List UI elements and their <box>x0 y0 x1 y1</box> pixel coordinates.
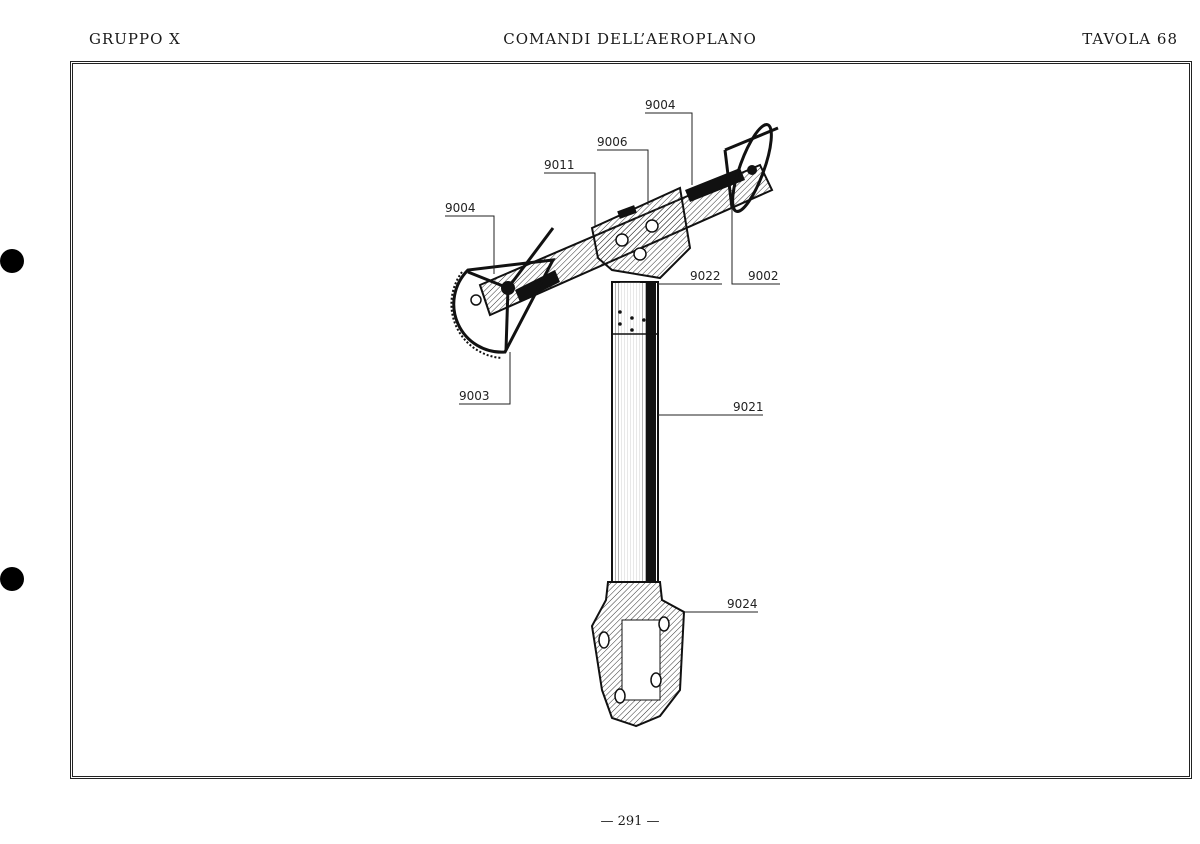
punch-hole-bottom <box>0 567 24 591</box>
leader-lines <box>445 112 780 613</box>
callout-9003: 9003 <box>459 389 490 403</box>
callout-9004-left: 9004 <box>445 201 476 215</box>
callout-9022: 9022 <box>690 269 721 283</box>
vertical-column <box>611 281 659 583</box>
base-fork <box>590 581 686 728</box>
callout-9011: 9011 <box>544 158 575 172</box>
callout-9006: 9006 <box>597 135 628 149</box>
page-title: COMANDI DELL’AEROPLANO <box>503 30 757 48</box>
page-header: GRUPPO X COMANDI DELL’AEROPLANO TAVOLA 6… <box>0 30 1200 52</box>
illustration-frame <box>70 61 1192 779</box>
punch-hole-top <box>0 249 24 273</box>
callout-9004-top: 9004 <box>645 98 676 112</box>
callout-9024: 9024 <box>727 597 758 611</box>
center-block <box>590 186 692 280</box>
plate-label: TAVOLA 68 <box>1082 30 1178 48</box>
right-handwheel <box>723 123 779 213</box>
page-number: — 291 — <box>600 814 660 829</box>
group-label: GRUPPO X <box>89 30 181 48</box>
left-handwheel <box>450 227 556 359</box>
callout-labels: 9004 9006 9011 9004 9022 9002 9003 9021 … <box>445 98 779 611</box>
callout-9021: 9021 <box>733 400 764 414</box>
callout-9002: 9002 <box>748 269 779 283</box>
